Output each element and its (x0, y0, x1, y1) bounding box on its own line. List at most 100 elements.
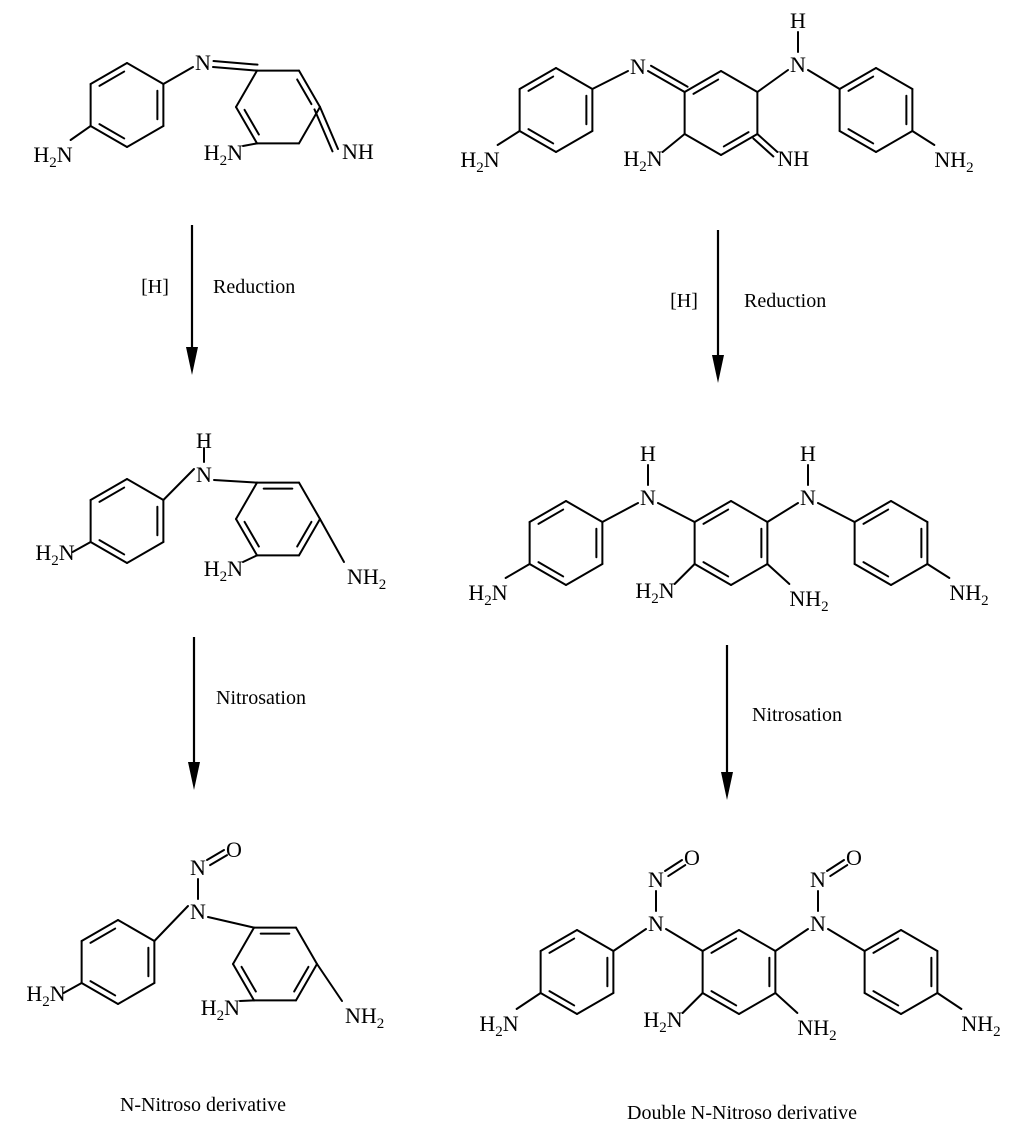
right-bot-left-nitroso-o: O (684, 845, 700, 870)
left-mid-bridge-n: N (196, 462, 212, 487)
right-mid-right-ring-inner-133 (862, 508, 890, 525)
right-bot-central-ring-146 (738, 992, 777, 1015)
right-bot-central-ring-147 (701, 992, 740, 1015)
left-bot-ring-nh2: H2N (201, 995, 240, 1024)
right-bot-central-ring-149 (701, 929, 740, 952)
left-top-cn-double-double-19 (212, 60, 259, 66)
left-mid-central-ring-33 (298, 481, 321, 520)
left-bot-n-o-bond-double-68 (209, 854, 229, 867)
bond-layer (62, 31, 963, 1015)
right-top-left-ring-85 (518, 67, 557, 90)
right-mid-right-ring-127 (890, 563, 929, 586)
right-mid-left-h: H (640, 441, 656, 466)
right-top-right-ring-89 (875, 67, 914, 90)
left-top-quinoid-ring-inner-16 (296, 78, 313, 106)
left-bot-nitroso-o: O (226, 837, 242, 862)
right-top-central-ring-75 (683, 133, 722, 156)
right-bot-left-nh2-bond-179 (515, 992, 542, 1010)
left-mid-aniline-ring-26 (89, 541, 128, 564)
left-top-aniline-ring-inner-9 (98, 70, 126, 87)
right-bot-right-nitroso-o: O (846, 845, 862, 870)
left-top-c-nh-double-20 (319, 106, 339, 150)
left-top-aniline-ring-inner-8 (98, 123, 126, 140)
right-bot-ring-nh2-bond-181 (681, 992, 704, 1014)
right-top-central-ring-inner-79 (692, 78, 720, 95)
left-nitrosation-arrow (188, 637, 200, 790)
left-top-nh2-bond-21 (69, 125, 92, 141)
right-top-central-ring-72 (720, 70, 759, 93)
right-top-left-nh2-bond-103 (496, 130, 521, 146)
right-mid-left-ring-116 (565, 500, 604, 523)
left-bot-aniline-nh2: H2N (26, 981, 65, 1010)
right-mid-right-ring-128 (853, 563, 892, 586)
left-mid-central-ring-inner-40 (243, 520, 260, 548)
right-bot-left-bridge-n: N (648, 911, 664, 936)
right-mid-left-n: N (640, 485, 656, 510)
right-bot-left-ring-156 (539, 992, 578, 1015)
left-product-caption: N-Nitroso derivative (120, 1094, 286, 1116)
right-top-right-nh2: NH2 (934, 147, 973, 176)
left-mid-para-nh2-bond-46 (319, 518, 345, 563)
right-mid-left-ring-119 (528, 563, 567, 586)
right-mid-right-nh2-bond-141 (926, 563, 951, 579)
left-bot-ring-nh2-bond-70 (239, 999, 255, 1002)
left-mid-aniline-ring-25 (126, 541, 165, 564)
right-bot-n-bond-178 (827, 928, 866, 952)
left-reduction-arrow (186, 225, 198, 375)
right-bot-right-nh2-bond-180 (936, 992, 963, 1010)
right-bot-left-ring-155 (576, 992, 615, 1015)
left-top-quinoid-ring-11 (298, 69, 321, 108)
right-top-right-ring-94 (838, 67, 877, 90)
right-mid-right-ring-130 (853, 500, 892, 523)
left-mid-central-ring-34 (298, 518, 321, 557)
right-bot-right-ring-inner-169 (872, 990, 900, 1007)
right-bot-n-bond-176 (665, 928, 704, 952)
left-mid-ring-nh2: H2N (204, 556, 243, 585)
left-bot-nh2-bond-69 (62, 982, 83, 994)
right-mid-left-ring-inner-124 (537, 508, 565, 525)
right-bot-ring-nh2-right: NH2 (797, 1015, 836, 1044)
right-bot-n-bond-175 (612, 928, 647, 952)
right-reduction-arrow (712, 230, 724, 383)
left-top-quinoid-ring-14 (235, 106, 258, 145)
left-top-aniline-ring-6 (89, 62, 128, 85)
left-top-quinoid-ring-15 (235, 69, 258, 108)
right-bot-left-ring-inner-160 (548, 990, 576, 1007)
right-bot-left-nh2: H2N (479, 1011, 518, 1040)
right-nitrosation-arrow-head (721, 772, 733, 800)
right-bot-n-o-bond-172 (664, 859, 683, 872)
right-top-cn-double-99 (647, 70, 686, 93)
right-reagent-label: [H] (670, 290, 698, 312)
right-product-caption: Double N-Nitroso derivative (627, 1102, 857, 1124)
left-reduction-label: Reduction (213, 276, 295, 298)
right-top-ring-nh2-bond-105 (661, 133, 686, 153)
left-bot-aniline-ring-inner-55 (89, 927, 117, 944)
right-top-amine-n: N (790, 52, 806, 77)
right-top-right-ring-inner-97 (847, 75, 875, 92)
left-mid-aniline-ring-inner-30 (98, 539, 126, 556)
left-bot-central-ring-inner-64 (240, 965, 257, 993)
left-top-imine-n: N (195, 50, 211, 75)
right-mid-ring-nh2-right: NH2 (789, 586, 828, 615)
left-mid-para-nh2: NH2 (347, 564, 386, 593)
right-top-central-ring-74 (720, 133, 759, 156)
left-mid-aniline-ring-inner-31 (98, 486, 126, 503)
right-bot-left-ring-153 (576, 929, 615, 952)
right-mid-central-ring-107 (730, 500, 769, 523)
right-bot-central-ring-inner-152 (710, 937, 738, 954)
left-bot-central-ring-57 (295, 926, 318, 965)
right-mid-right-nh2: NH2 (949, 580, 988, 609)
right-mid-right-ring-inner-132 (862, 561, 890, 578)
left-bot-central-ring-inner-63 (293, 965, 310, 993)
right-top-central-ring-77 (683, 70, 722, 93)
right-mid-left-ring-121 (528, 500, 567, 523)
right-top-ring-nh2: H2N (623, 146, 662, 175)
left-mid-aniline-ring-28 (89, 478, 128, 501)
left-top-aniline-ring-4 (89, 125, 128, 148)
right-top-right-ring-inner-96 (847, 128, 875, 145)
left-top-aniline-ring-1 (126, 62, 165, 85)
left-bot-central-ring-60 (232, 963, 255, 1002)
left-top-ring-nh2: H2N (204, 140, 243, 169)
right-top-n-bond-102 (807, 69, 841, 90)
